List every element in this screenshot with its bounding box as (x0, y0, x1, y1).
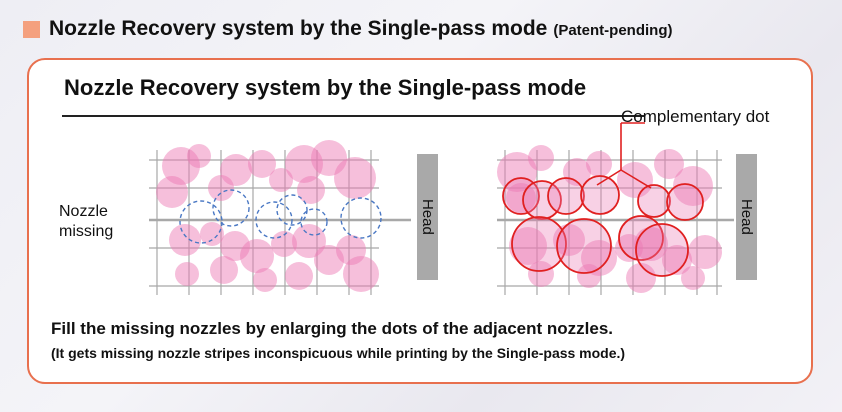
left-dots (156, 140, 379, 292)
complementary-dot (502, 177, 540, 215)
ink-dot (208, 175, 234, 201)
head-label-right: Head (738, 199, 755, 235)
missing-dots (179, 189, 382, 244)
missing-dot (212, 189, 250, 227)
complementary-dot (556, 218, 612, 274)
complementary-dot (635, 223, 689, 277)
complementary-dot (522, 180, 562, 220)
ink-dot (210, 256, 238, 284)
print-head-right: Head (736, 154, 757, 280)
complementary-dot (511, 216, 567, 272)
ink-dot (314, 245, 344, 275)
ink-dot (187, 144, 211, 168)
section-header: Nozzle Recovery system by the Single-pas… (23, 14, 673, 44)
ink-dot (156, 176, 188, 208)
ink-dot (334, 157, 376, 199)
description-note: (It gets missing nozzle stripes inconspi… (51, 345, 626, 361)
ink-dot (253, 268, 277, 292)
print-head-left: Head (417, 154, 438, 280)
ink-dot (220, 154, 252, 186)
description-main: Fill the missing nozzles by enlarging th… (51, 319, 614, 338)
left-grid (149, 150, 379, 295)
ink-dot (175, 262, 199, 286)
head-label-left: Head (419, 199, 436, 235)
ink-dot (292, 224, 326, 258)
ink-dot (220, 231, 250, 261)
ink-dot (497, 152, 537, 192)
nozzle-missing-label: Nozzle missing (59, 202, 113, 242)
nozzle-missing-label-line1: Nozzle (59, 203, 108, 220)
ink-dot (528, 261, 554, 287)
ink-dot (336, 235, 366, 265)
ink-dot (662, 245, 692, 275)
complementary-dot (547, 177, 585, 215)
card-title: Nozzle Recovery system by the Single-pas… (64, 75, 587, 100)
missing-dot (179, 200, 223, 244)
complementary-dot (666, 183, 704, 221)
ink-dot (634, 227, 668, 261)
ink-dot (626, 263, 656, 293)
ink-dot (654, 149, 684, 179)
ink-dot (681, 266, 705, 290)
diagram-card: Nozzle Recovery system by the Single-pas… (27, 58, 813, 384)
ink-dot (581, 240, 617, 276)
ink-dot (240, 239, 274, 273)
section-marker (23, 20, 40, 38)
ink-dot (509, 227, 547, 265)
ink-dot (200, 222, 224, 246)
callout-lines (596, 122, 652, 189)
complementary-dots (502, 175, 704, 277)
title-underline (62, 115, 644, 117)
complementary-dot (637, 184, 671, 218)
ink-dot (285, 262, 313, 290)
ink-dot (169, 224, 201, 256)
ink-dot (311, 140, 347, 176)
ink-dot (285, 145, 323, 183)
ink-dot (297, 176, 325, 204)
nozzle-missing-label-line2: missing (59, 223, 114, 240)
complementary-dot (618, 215, 664, 261)
section-subtitle: (Patent-pending) (553, 22, 673, 39)
ink-dot (343, 256, 379, 292)
ink-dot (248, 150, 276, 178)
section-title: Nozzle Recovery system by the Single-pas… (49, 17, 548, 40)
missing-dot (255, 201, 293, 239)
ink-dot (269, 168, 293, 192)
ink-dot (162, 147, 200, 185)
missing-dot (276, 194, 308, 226)
ink-dot (506, 183, 536, 213)
ink-dot (528, 145, 554, 171)
ink-dot (586, 151, 612, 177)
ink-dot (688, 235, 722, 269)
missing-dot (300, 208, 328, 236)
nozzle-diagram (149, 122, 734, 295)
complementary-dot (580, 175, 620, 215)
complementary-dot-label: Complementary dot (621, 107, 770, 126)
missing-dot (340, 197, 382, 239)
